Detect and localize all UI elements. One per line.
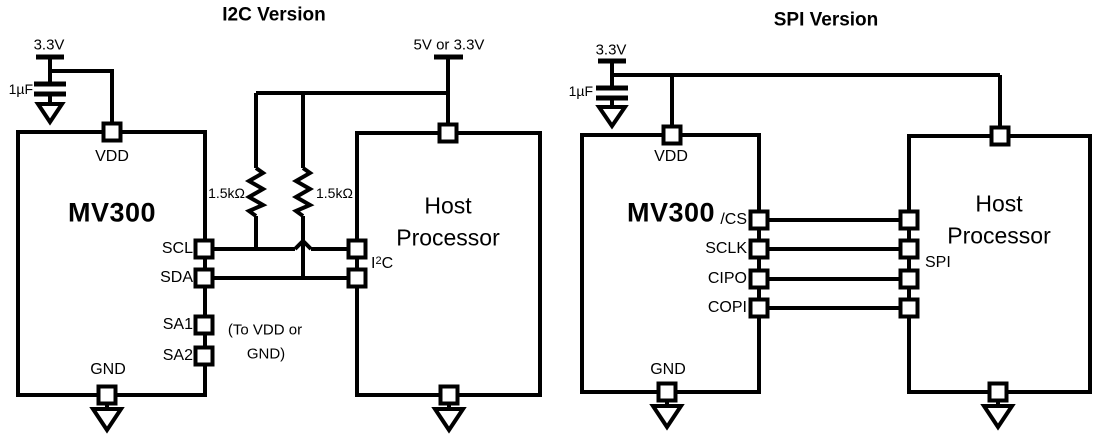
i2c-chip-name: MV300 (67, 197, 157, 228)
i2c-3v3-label: 3.3V (33, 36, 65, 54)
i2c-bus-label: I2C (371, 256, 393, 272)
i2c-resistor-left-value: 1.5kΩ (208, 185, 245, 201)
i2c-cap-ground-icon (34, 102, 66, 126)
i2c-sa1-pin-label: SA1 (162, 316, 193, 333)
spi-mv300-sclk-pin (748, 238, 770, 260)
spi-host-vdd-pin (989, 125, 1011, 147)
i2c-sa-note-line1: (To VDD or (227, 321, 303, 339)
spi-host-copi-pin (898, 297, 920, 319)
i2c-sda-pin-label: SDA (160, 269, 193, 286)
spi-cs-pin-label: /CS (720, 211, 747, 228)
spi-mv300-vdd-pin (661, 124, 683, 146)
i2c-schematic (16, 54, 542, 434)
i2c-title: I2C Version (222, 4, 326, 26)
i2c-mv300-ground-icon (89, 407, 125, 434)
spi-mv300-box (580, 133, 761, 394)
i2c-vdd-pin-label: VDD (95, 148, 129, 165)
i2c-mv300-gnd-pin (96, 384, 118, 406)
spi-copi-pin-label: COPI (707, 299, 747, 316)
spi-host-name-line2: Processor (947, 222, 1051, 249)
spi-host-ground-icon (980, 404, 1016, 431)
i2c-resistor-right-value: 1.5kΩ (316, 185, 353, 201)
spi-mv300-cs-pin (748, 209, 770, 231)
i2c-mv300-sda-pin (193, 267, 215, 289)
i2c-resistor-left-icon (244, 166, 268, 218)
i2c-resistor-right-icon (291, 166, 315, 218)
spi-cap-value-label: 1µF (568, 83, 593, 99)
spi-mv300-copi-pin (748, 297, 770, 319)
i2c-5v-label: 5V or 3.3V (413, 36, 485, 54)
spi-host-name-line1: Host (975, 190, 1023, 217)
spi-schematic (580, 58, 1092, 431)
spi-gnd-pin-label: GND (650, 361, 686, 378)
spi-vdd-pin-label: VDD (654, 148, 688, 165)
i2c-host-ground-icon (431, 407, 467, 434)
i2c-bus-base: I (371, 255, 376, 272)
i2c-mv300-vdd-pin (101, 121, 123, 143)
i2c-mv300-sa2-pin (193, 345, 215, 367)
spi-3v3-label: 3.3V (595, 41, 627, 59)
i2c-mv300-scl-pin (193, 238, 215, 260)
i2c-sa-note-line2: GND) (246, 345, 286, 363)
i2c-host-vdd-pin (437, 122, 459, 144)
i2c-host-scl-pin (346, 238, 368, 260)
i2c-vdd-branch-wire (50, 69, 114, 132)
spi-chip-name: MV300 (626, 197, 716, 228)
i2c-host-name-line2: Processor (396, 224, 500, 251)
i2c-mv300-sa1-pin (193, 314, 215, 336)
i2c-scl-wire-hop (293, 238, 313, 251)
spi-mv300-cipo-pin (748, 268, 770, 290)
i2c-host-gnd-pin (438, 384, 460, 406)
i2c-host-name-line1: Host (424, 192, 472, 219)
spi-bus-label: SPI (925, 254, 951, 271)
spi-mv300-gnd-pin (656, 381, 678, 403)
i2c-scl-pin-label: SCL (161, 240, 193, 257)
spi-host-cs-pin (898, 209, 920, 231)
spi-host-gnd-pin (987, 381, 1009, 403)
spi-host-cipo-pin (898, 268, 920, 290)
i2c-bus-superscript: 2 (375, 255, 382, 267)
spi-cipo-pin-label: CIPO (707, 270, 747, 287)
i2c-host-sda-pin (346, 267, 368, 289)
i2c-sa2-pin-label: SA2 (162, 347, 193, 364)
spi-mv300-ground-icon (649, 404, 685, 431)
spi-cap-ground-icon (595, 105, 629, 130)
i2c-bus-end: C (381, 255, 394, 272)
i2c-gnd-pin-label: GND (90, 361, 126, 378)
i2c-cap-value-label: 1µF (8, 81, 33, 97)
spi-title: SPI Version (773, 9, 879, 31)
spi-sclk-pin-label: SCLK (705, 240, 747, 257)
spi-host-sclk-pin (898, 238, 920, 260)
